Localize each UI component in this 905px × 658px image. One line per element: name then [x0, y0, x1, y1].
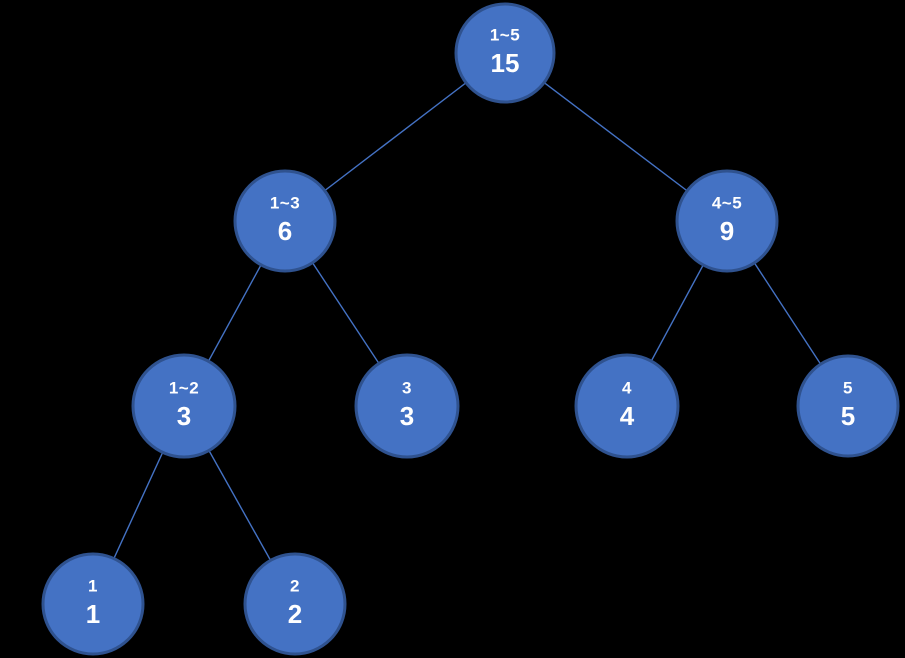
tree-node-n1-3: 1~36 [233, 169, 337, 273]
node-value-label: 9 [720, 216, 734, 246]
node-value-label: 5 [841, 401, 855, 431]
node-range-label: 3 [402, 379, 412, 398]
tree-node-n1-2: 1~23 [131, 353, 237, 459]
tree-node-n5: 55 [796, 354, 900, 458]
node-range-label: 1 [88, 577, 98, 596]
node-range-label: 2 [290, 577, 300, 596]
node-circle-n1-3 [233, 169, 337, 273]
node-value-label: 15 [491, 48, 520, 78]
node-circle-n1-2 [131, 353, 237, 459]
tree-node-root: 1~515 [454, 2, 556, 104]
node-range-label: 1~5 [490, 26, 520, 45]
node-value-label: 1 [86, 599, 100, 629]
tree-node-n1: 11 [41, 552, 145, 656]
node-range-label: 1~2 [169, 379, 199, 398]
node-range-label: 5 [843, 379, 853, 398]
node-range-label: 1~3 [270, 194, 300, 213]
node-circle-n4 [574, 353, 680, 459]
node-circle-n4-5 [675, 169, 779, 273]
node-value-label: 2 [288, 599, 302, 629]
node-value-label: 3 [177, 401, 191, 431]
tree-node-n2: 22 [243, 552, 347, 656]
node-circle-root [454, 2, 556, 104]
node-circle-n1 [41, 552, 145, 656]
tree-node-n4-5: 4~59 [675, 169, 779, 273]
node-circle-n3 [354, 353, 460, 459]
tree-node-n4: 44 [574, 353, 680, 459]
node-value-label: 4 [620, 401, 635, 431]
tree-node-n3: 33 [354, 353, 460, 459]
node-circle-n5 [796, 354, 900, 458]
node-value-label: 3 [400, 401, 414, 431]
node-range-label: 4 [622, 379, 632, 398]
node-value-label: 6 [278, 216, 292, 246]
node-circle-n2 [243, 552, 347, 656]
node-range-label: 4~5 [712, 194, 742, 213]
